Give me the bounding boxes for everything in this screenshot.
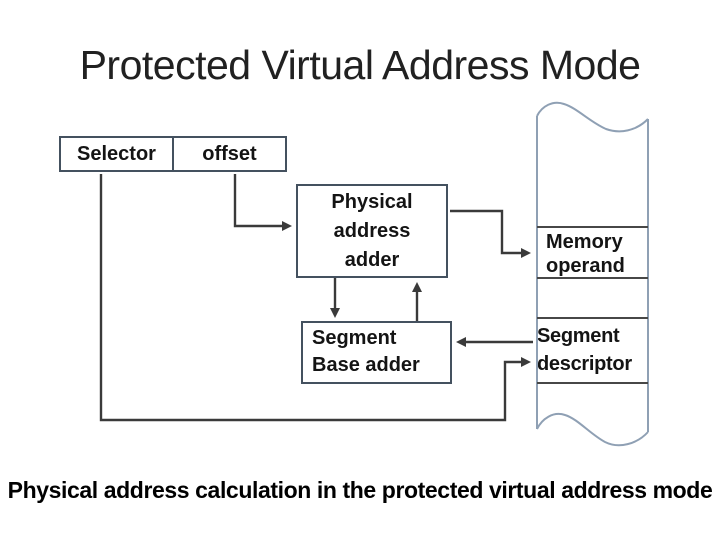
arrowhead-left-to-segment-base-adder: [456, 337, 466, 347]
memory-strip-bottom-wave: [536, 413, 649, 447]
segment-base-adder-box: Segment Base adder: [301, 321, 452, 384]
page-title: Protected Virtual Address Mode: [79, 42, 641, 88]
arrowhead-physical-adder-to-memory-operand: [521, 248, 531, 258]
selector-cell: Selector: [61, 138, 174, 170]
physical-adder-label-line2: address: [333, 220, 411, 242]
arrowhead-selector-to-segment-descriptor: [521, 357, 531, 367]
memory-strip-top-wave: [536, 101, 649, 133]
memory-operand-label-line2: operand: [546, 255, 625, 277]
memory-operand-label-line1: Memory: [546, 231, 623, 253]
connector-physical-adder-to-memory-operand: [450, 209, 522, 255]
arrowhead-offset-to-physical-adder: [282, 221, 292, 231]
slide-caption: Physical address calculation in the prot…: [7, 477, 713, 503]
segment-descriptor-label-line2: descriptor: [537, 353, 632, 375]
physical-address-adder-box: Physical address adder: [296, 184, 448, 278]
segment-descriptor-cell: Segment descriptor: [537, 322, 632, 378]
selector-offset-register: Selector offset: [59, 136, 287, 172]
arrowhead-up-to-physical-adder: [412, 282, 422, 292]
arrowhead-down-to-segment-base-adder: [330, 308, 340, 318]
segment-base-adder-label-line1: Segment: [312, 327, 397, 349]
segment-base-adder-label-line2: Base adder: [312, 354, 420, 376]
memory-operand-cell: Memory operand: [546, 230, 625, 278]
connector-offset-to-physical-adder: [233, 174, 283, 228]
physical-adder-label-line1: Physical: [331, 191, 413, 213]
segment-descriptor-label-line1: Segment: [537, 325, 620, 347]
physical-adder-label-line3: adder: [344, 249, 400, 271]
offset-cell: offset: [202, 142, 257, 165]
